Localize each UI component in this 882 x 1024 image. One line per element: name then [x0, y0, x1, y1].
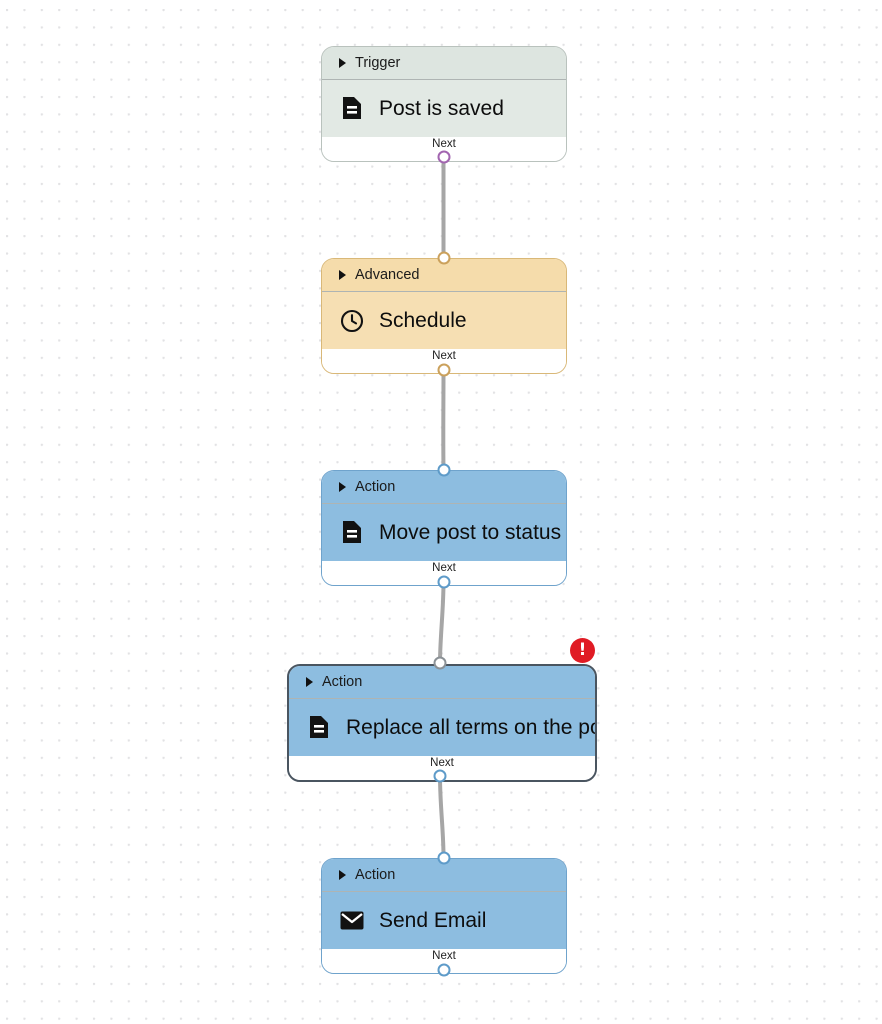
- connector-handle-advanced-out[interactable]: [437, 363, 450, 377]
- node-header[interactable]: Action: [322, 471, 566, 504]
- workflow-node-advanced-schedule[interactable]: Advanced Schedule Next: [321, 258, 567, 374]
- node-title: Move post to status: [379, 520, 562, 544]
- edge-replace-terms-to-send-email: [438, 774, 446, 859]
- node-header[interactable]: Advanced: [322, 259, 566, 292]
- workflow-node-action-replace-all-terms-on-the-post[interactable]: Action Replace all terms on the post Nex…: [287, 664, 597, 782]
- node-kind-label: Action: [355, 867, 396, 883]
- next-label: Next: [432, 562, 456, 574]
- node-kind-label: Trigger: [355, 55, 401, 71]
- node-kind-label: Action: [322, 674, 363, 690]
- node-body[interactable]: Replace all terms on the post: [289, 699, 595, 756]
- expand-triangle-icon[interactable]: [339, 482, 346, 492]
- node-kind-label: Advanced: [355, 267, 420, 283]
- node-title: Post is saved: [379, 96, 504, 120]
- workflow-node-action-send-email[interactable]: Action Send Email Next: [321, 858, 567, 974]
- connector-handle-trigger-out[interactable]: [437, 150, 450, 164]
- envelope-icon: [339, 908, 365, 934]
- node-body[interactable]: Send Email: [322, 892, 566, 949]
- node-title: Replace all terms on the post: [346, 715, 597, 739]
- next-label: Next: [432, 138, 456, 150]
- expand-triangle-icon[interactable]: [339, 58, 346, 68]
- node-header[interactable]: Action: [322, 859, 566, 892]
- node-body[interactable]: Schedule: [322, 292, 566, 349]
- next-label: Next: [432, 350, 456, 362]
- node-kind-label: Action: [355, 479, 396, 495]
- clock-icon: [339, 308, 365, 334]
- connector-handle-move-post-out[interactable]: [437, 575, 450, 589]
- node-body[interactable]: Post is saved: [322, 80, 566, 137]
- expand-triangle-icon[interactable]: [306, 677, 313, 687]
- node-title: Schedule: [379, 308, 467, 332]
- node-body[interactable]: Move post to status: [322, 504, 566, 561]
- expand-triangle-icon[interactable]: [339, 870, 346, 880]
- workflow-node-action-move-post-to-status[interactable]: Action Move post to status Next: [321, 470, 567, 586]
- expand-triangle-icon[interactable]: [339, 270, 346, 280]
- connector-handle-replace-terms-out[interactable]: [433, 769, 447, 783]
- document-icon: [339, 96, 365, 122]
- next-label: Next: [432, 950, 456, 962]
- document-icon: [306, 715, 332, 741]
- workflow-node-trigger-post-is-saved[interactable]: Trigger Post is saved Next: [321, 46, 567, 162]
- next-label: Next: [430, 757, 454, 769]
- document-icon: [339, 520, 365, 546]
- node-error-badge[interactable]: !: [570, 638, 595, 663]
- node-title: Send Email: [379, 908, 487, 932]
- connector-handle-send-email-out[interactable]: [437, 963, 450, 977]
- node-header[interactable]: Trigger: [322, 47, 566, 80]
- edge-move-post-to-replace-terms: [438, 580, 446, 665]
- node-header[interactable]: Action: [289, 666, 595, 699]
- error-exclamation-icon: !: [578, 639, 587, 660]
- connector-handle-move-post-in[interactable]: [437, 463, 450, 477]
- connector-handle-advanced-in[interactable]: [437, 251, 450, 265]
- connector-handle-replace-terms-in[interactable]: [433, 656, 447, 670]
- connector-handle-send-email-in[interactable]: [437, 851, 450, 865]
